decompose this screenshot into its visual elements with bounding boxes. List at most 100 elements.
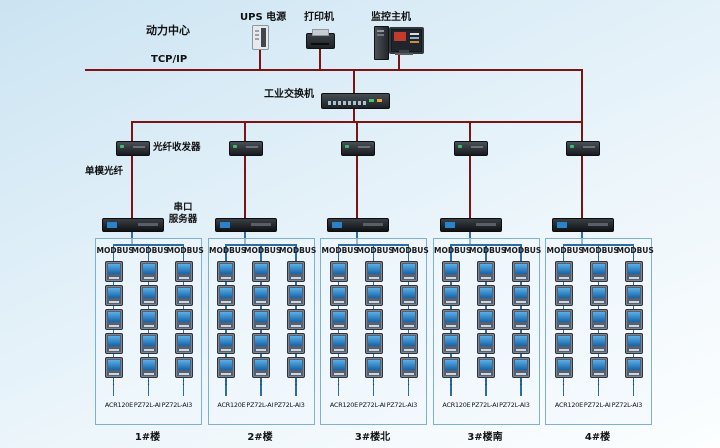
fiber-link-line bbox=[468, 153, 471, 219]
meter-column: MODBUS ⋮ bbox=[209, 239, 247, 424]
meter-icon bbox=[442, 261, 460, 282]
ellipsis-more-meters: ⋮ bbox=[593, 376, 604, 387]
meter-icon bbox=[589, 357, 608, 378]
meter-group-box: MODBUS ⋮ MODBUS ⋮ MODBUS bbox=[207, 238, 317, 425]
meter-icon bbox=[217, 309, 235, 330]
meter-icon bbox=[477, 309, 495, 330]
meter-icon bbox=[442, 357, 460, 378]
host-monitor-icon bbox=[389, 27, 424, 54]
meter-icon bbox=[104, 309, 123, 330]
bus-protocol-label: MODBUS bbox=[321, 246, 359, 255]
host-drop-line bbox=[398, 55, 400, 70]
meter-icon bbox=[512, 261, 530, 282]
ellipsis-more-meters: ⋮ bbox=[628, 376, 639, 387]
meter-model-label: PZ72L-AI3 bbox=[274, 401, 305, 409]
meter-icon bbox=[364, 333, 383, 354]
meter-icon bbox=[139, 357, 158, 378]
group-drop-line bbox=[581, 122, 583, 142]
bus-protocol-label: MODBUS bbox=[166, 246, 204, 255]
fiber-transceiver-icon bbox=[341, 141, 375, 156]
meter-icon bbox=[512, 285, 530, 306]
meter-icon bbox=[477, 333, 495, 354]
single-mode-fiber-label: 单模光纤 bbox=[85, 166, 124, 177]
meter-icon bbox=[104, 285, 123, 306]
host-monitor-stand bbox=[399, 50, 409, 53]
meter-icon bbox=[554, 309, 573, 330]
fiber-transceiver-icon bbox=[566, 141, 600, 156]
meter-icon bbox=[139, 285, 158, 306]
bus-protocol-label: MODBUS bbox=[391, 246, 429, 255]
meter-column: MODBUS ⋮ bbox=[581, 239, 619, 424]
meter-model-label: PZ72L-AI3 bbox=[611, 401, 643, 409]
building-group: MODBUS ⋮ MODBUS ⋮ MODBUS bbox=[95, 122, 204, 448]
meter-icon bbox=[442, 285, 460, 306]
ellipsis-more-meters: ⋮ bbox=[558, 376, 569, 387]
bus-protocol-label: MODBUS bbox=[616, 246, 654, 255]
meter-icon bbox=[364, 261, 383, 282]
serial-bus-line bbox=[356, 229, 358, 244]
meter-model-label: ACR120E bbox=[442, 401, 471, 409]
bus-protocol-label: MODBUS bbox=[279, 246, 317, 255]
fiber-transceiver-icon bbox=[116, 141, 150, 156]
meter-icon bbox=[399, 285, 418, 306]
meter-icon bbox=[477, 357, 495, 378]
meter-column: MODBUS ⋮ bbox=[166, 239, 204, 424]
meter-column: MODBUS ⋮ bbox=[546, 239, 584, 424]
meter-icon bbox=[217, 285, 235, 306]
bus-protocol-label: MODBUS bbox=[546, 246, 584, 255]
meter-icon bbox=[477, 285, 495, 306]
meter-icon bbox=[329, 285, 348, 306]
bus-protocol-label: MODBUS bbox=[504, 246, 542, 255]
meter-column: MODBUS ⋮ bbox=[356, 239, 394, 424]
meter-icon bbox=[139, 333, 158, 354]
meter-icon bbox=[554, 261, 573, 282]
bus-protocol-label: MODBUS bbox=[209, 246, 247, 255]
meter-icon bbox=[252, 357, 270, 378]
meter-icon bbox=[329, 357, 348, 378]
meter-icon bbox=[252, 333, 270, 354]
meter-icon bbox=[512, 333, 530, 354]
meter-icon bbox=[399, 357, 418, 378]
ups-label: UPS 电源 bbox=[240, 12, 287, 23]
meter-model-label: PZ72L-AI bbox=[471, 401, 499, 409]
printer-icon bbox=[306, 29, 335, 49]
meter-column: MODBUS ⋮ bbox=[469, 239, 507, 424]
meter-icon bbox=[139, 309, 158, 330]
power-center-label: 动力中心 bbox=[146, 24, 190, 37]
meter-icon bbox=[104, 333, 123, 354]
meter-icon bbox=[589, 309, 608, 330]
meter-column: MODBUS ⋮ bbox=[391, 239, 429, 424]
meter-icon bbox=[252, 309, 270, 330]
meter-column: MODBUS ⋮ bbox=[434, 239, 472, 424]
meter-icon bbox=[624, 261, 643, 282]
meter-group-box: MODBUS ⋮ MODBUS ⋮ MODBUS bbox=[545, 238, 654, 425]
serial-server-label-line2: 服务器 bbox=[168, 213, 198, 225]
fiber-link-line bbox=[356, 153, 358, 219]
bus-protocol-label: MODBUS bbox=[469, 246, 507, 255]
fiber-link-line bbox=[581, 153, 583, 219]
serial-bus-line bbox=[243, 229, 246, 244]
right-riser-line bbox=[581, 70, 583, 122]
bus-protocol-label: MODBUS bbox=[96, 246, 134, 255]
meter-icon bbox=[217, 357, 235, 378]
meter-icon bbox=[589, 333, 608, 354]
tcpip-line bbox=[85, 69, 583, 71]
bus-protocol-label: MODBUS bbox=[356, 246, 394, 255]
meter-icon bbox=[512, 309, 530, 330]
fiber-transceiver-icon bbox=[228, 141, 263, 156]
serial-bus-line bbox=[581, 229, 583, 244]
building-group: MODBUS ⋮ MODBUS ⋮ MODBUS bbox=[207, 122, 317, 448]
ellipsis-more-meters: ⋮ bbox=[256, 376, 266, 387]
building-group: MODBUS ⋮ MODBUS ⋮ MODBUS bbox=[320, 122, 429, 448]
serial-bus-line bbox=[131, 229, 133, 244]
bus-protocol-label: MODBUS bbox=[434, 246, 472, 255]
meter-icon bbox=[174, 333, 193, 354]
ellipsis-more-meters: ⋮ bbox=[368, 376, 379, 387]
bus-protocol-label: MODBUS bbox=[581, 246, 619, 255]
ups-drop-line bbox=[259, 48, 261, 70]
meter-icon bbox=[174, 261, 193, 282]
building-name-label: 4#楼 bbox=[584, 432, 611, 443]
